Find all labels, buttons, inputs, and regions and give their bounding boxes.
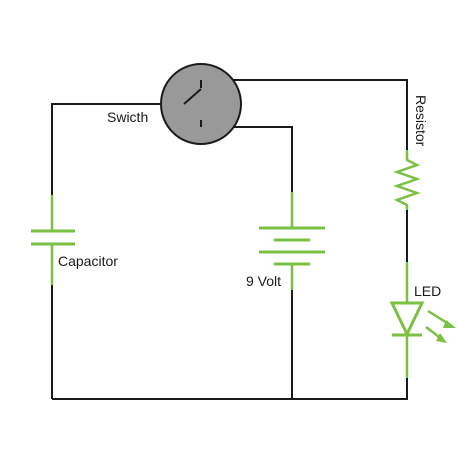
- resistor-label: Resistor: [413, 95, 429, 147]
- led-diode-triangle: [389, 301, 425, 338]
- led-light-arrowhead-1: [443, 320, 456, 328]
- led-light-arrowhead-2: [436, 333, 447, 343]
- capacitor: [31, 195, 75, 285]
- battery: [259, 192, 325, 290]
- battery-label: 9 Volt: [246, 273, 281, 289]
- wire-left-top: [51, 103, 184, 195]
- switch-body: [160, 63, 242, 145]
- switch-lever: [183, 88, 202, 105]
- wire-switch-to-resistor: [201, 79, 408, 150]
- resistor: [393, 150, 421, 210]
- led: [389, 262, 456, 378]
- capacitor-label: Capacitor: [58, 253, 118, 269]
- resistor-zigzag: [393, 150, 421, 210]
- switch-label: Swicth: [107, 109, 148, 125]
- led-label: LED: [414, 283, 441, 299]
- wire-bottom: [52, 378, 408, 400]
- switch: [160, 63, 242, 145]
